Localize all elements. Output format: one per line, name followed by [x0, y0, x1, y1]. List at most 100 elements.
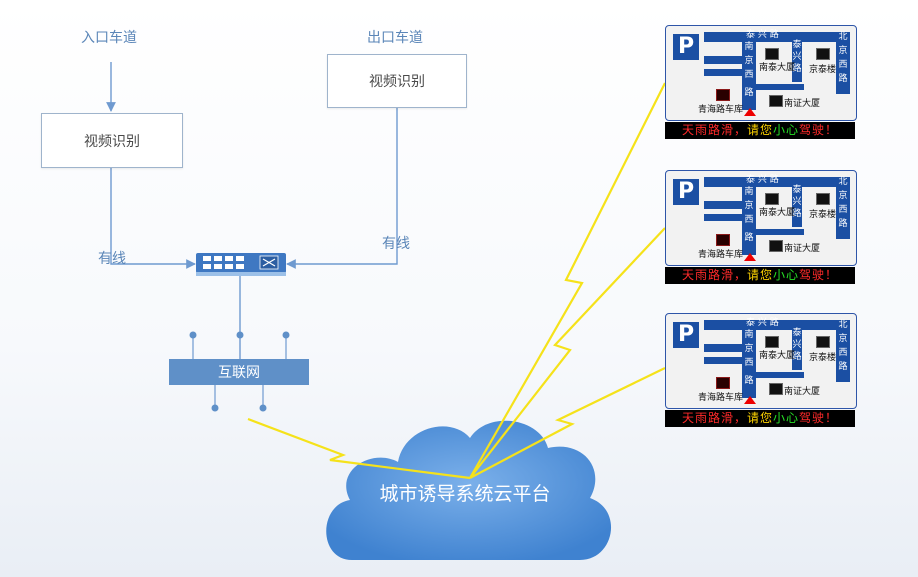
guidance-sign-2: P 泰 兴 路 南 京 西 路 泰 兴 路 北 京 西 路 南泰大厦 京泰楼	[665, 170, 857, 290]
road-label-left-v3: 西	[744, 70, 754, 80]
sign-map: P 泰 兴 路 南 京 西 路 泰 兴 路 北 京 西 路 南泰大厦 京泰楼	[665, 313, 857, 409]
counter-display	[716, 234, 730, 246]
lightning-sign-1	[469, 82, 666, 479]
lightning-internet	[247, 417, 471, 480]
wired-label-left: 有线	[98, 251, 126, 267]
network-switch-icon	[196, 253, 286, 276]
road-label-left-v1: 南	[744, 42, 754, 52]
sign-map: P 泰 兴 路 南 京 西 路 泰 兴 路 北 京 西 路 南泰大厦 京泰楼	[665, 25, 857, 121]
road-label-right-v3: 西	[838, 60, 848, 70]
road-label-mid-v2: 兴	[792, 340, 802, 350]
ticker-green-text: 小心	[773, 411, 800, 425]
wired-label-right: 有线	[382, 236, 410, 252]
led-ticker: 天雨路滑，请您小心驾驶！	[665, 122, 855, 139]
ticker-yellow-text: 请您	[746, 268, 773, 282]
cloud-platform-label: 城市诱导系统云平台	[379, 483, 551, 505]
ticker-red-text: 天雨路滑，	[681, 268, 747, 282]
counter-display	[769, 95, 783, 107]
ticker-yellow-text: 请您	[746, 123, 773, 137]
road-label-mid-v3: 路	[792, 352, 802, 362]
sign-map: P 泰 兴 路 南 京 西 路 泰 兴 路 北 京 西 路 南泰大厦 京泰楼	[665, 170, 857, 266]
led-ticker: 天雨路滑，请您小心驾驶！	[665, 410, 855, 427]
place-label: 京泰楼	[809, 65, 837, 75]
counter-display	[816, 48, 830, 60]
video-recognition-box-right: 视频识别	[327, 54, 467, 108]
road-label-top: 泰 兴 路	[746, 175, 779, 185]
road-label-right-v4: 路	[838, 362, 848, 372]
place-label: 南证大厦	[784, 387, 821, 397]
video-recognition-right-label: 视频识别	[369, 74, 425, 90]
internet-label: 互联网	[218, 365, 260, 381]
guidance-sign-1: P 泰 兴 路 南 京 西 路 泰 兴 路 北 京 西 路 南泰大厦 京泰楼	[665, 25, 857, 145]
road-label-mid-v2: 兴	[792, 52, 802, 62]
counter-display	[816, 336, 830, 348]
lightning-bolts	[247, 82, 666, 480]
road-label-left-v4: 路	[744, 376, 754, 386]
road-label-mid-v2: 兴	[792, 197, 802, 207]
place-label: 京泰楼	[809, 353, 837, 363]
counter-display	[716, 89, 730, 101]
place-label: 南泰大厦	[759, 63, 796, 73]
parking-icon: P	[673, 322, 699, 348]
location-marker-icon	[744, 108, 756, 116]
road-label-left-v1: 南	[744, 330, 754, 340]
cloud-platform-shape	[326, 420, 612, 560]
entrance-lane-label: 入口车道	[81, 30, 137, 46]
lightning-sign-2	[469, 227, 666, 479]
place-label: 青海路车库	[698, 393, 744, 403]
road-label-right-v2: 京	[838, 191, 848, 201]
road-label-mid-v1: 泰	[792, 185, 802, 195]
counter-display	[765, 336, 779, 348]
road-label-left-v3: 西	[744, 358, 754, 368]
node-dot	[282, 331, 290, 339]
ticker-red-text-2: 驾驶！	[799, 268, 839, 282]
place-label: 青海路车库	[698, 250, 744, 260]
counter-display	[769, 383, 783, 395]
place-label: 京泰楼	[809, 210, 837, 220]
road-label-left-v2: 京	[744, 56, 754, 66]
road-label-left-v1: 南	[744, 187, 754, 197]
ticker-green-text: 小心	[773, 123, 800, 137]
road-label-top: 泰 兴 路	[746, 30, 779, 40]
road-label-mid-v1: 泰	[792, 40, 802, 50]
node-dot	[259, 404, 267, 412]
internet-box: 互联网	[169, 359, 309, 385]
guidance-sign-3: P 泰 兴 路 南 京 西 路 泰 兴 路 北 京 西 路 南泰大厦 京泰楼	[665, 313, 857, 433]
place-label: 南泰大厦	[759, 351, 796, 361]
road-label-right-v4: 路	[838, 219, 848, 229]
ticker-red-text: 天雨路滑，	[681, 411, 747, 425]
location-marker-icon	[744, 253, 756, 261]
counter-display	[716, 377, 730, 389]
road-label-left-v4: 路	[744, 88, 754, 98]
counter-display	[769, 240, 783, 252]
road-label-left-v4: 路	[744, 233, 754, 243]
road-label-right-v1: 北	[838, 320, 848, 330]
parking-icon: P	[673, 179, 699, 205]
place-label: 南泰大厦	[759, 208, 796, 218]
road-label-right-v3: 西	[838, 205, 848, 215]
ticker-yellow-text: 请您	[746, 411, 773, 425]
road-label-mid-v3: 路	[792, 64, 802, 74]
led-ticker: 天雨路滑，请您小心驾驶！	[665, 267, 855, 284]
node-dot	[189, 331, 197, 339]
video-recognition-box-left: 视频识别	[41, 113, 183, 168]
place-label: 南证大厦	[784, 99, 821, 109]
road-label-left-v2: 京	[744, 201, 754, 211]
road-label-right-v2: 京	[838, 334, 848, 344]
parking-icon: P	[673, 34, 699, 60]
road-label-mid-v1: 泰	[792, 328, 802, 338]
road-label-right-v1: 北	[838, 32, 848, 42]
ticker-red-text-2: 驾驶！	[799, 123, 839, 137]
place-label: 青海路车库	[698, 105, 744, 115]
left-wired-line	[110, 167, 196, 269]
exit-lane-label: 出口车道	[367, 30, 423, 46]
road-label-right-v4: 路	[838, 74, 848, 84]
ticker-red-text-2: 驾驶！	[799, 411, 839, 425]
road-label-mid-v3: 路	[792, 209, 802, 219]
road-label-right-v1: 北	[838, 177, 848, 187]
right-wired-line	[286, 107, 398, 269]
node-dot	[236, 331, 244, 339]
counter-display	[816, 193, 830, 205]
